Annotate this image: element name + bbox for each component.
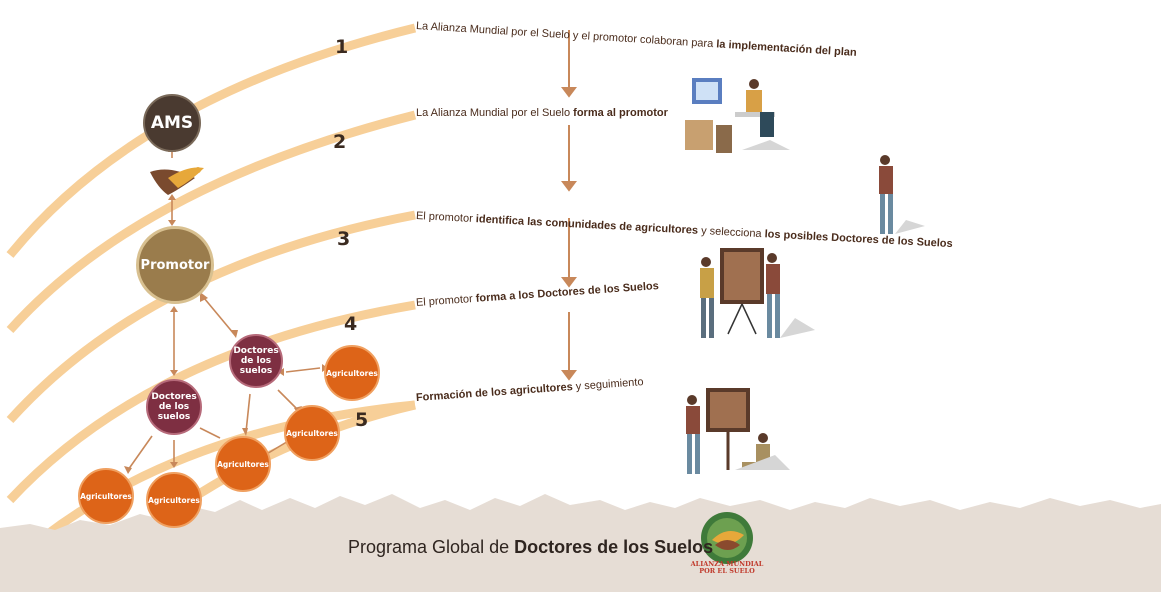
node-agricultores-5: Agricultores: [146, 472, 202, 528]
step-2-plain: La Alianza Mundial por el Suelo: [416, 107, 574, 119]
footer-plain: Programa Global de: [348, 537, 515, 557]
node-doctores-2: Doctores de los suelos: [146, 379, 202, 435]
bird-illustration: [150, 167, 204, 195]
arc-4: [6, 300, 416, 504]
step-2-bold: forma al promotor: [573, 107, 668, 119]
step-3-part-2: identifica: [475, 213, 525, 228]
ground-silhouette: [0, 494, 1161, 592]
process-arrows: [561, 30, 577, 381]
footer-title: Programa Global de Doctores de los Suelo…: [348, 537, 713, 558]
logo-line-2: POR EL SUELO: [699, 567, 755, 575]
footer-bold: Doctores de los Suelos: [514, 537, 714, 557]
node-agricultores-1: Agricultores: [324, 345, 380, 401]
step-number-4: 4: [344, 313, 358, 335]
node-agricultores-2: Agricultores: [284, 405, 340, 461]
step-number-5: 5: [355, 409, 369, 431]
arc-1: [6, 23, 417, 258]
logo-line-1: ALIANZA MUNDIAL: [690, 560, 764, 568]
node-doctores-1: Doctores de los suelos: [229, 334, 283, 388]
logo-caption: ALIANZA MUNDIAL POR EL SUELO: [690, 561, 764, 575]
node-agricultores-4: Agricultores: [78, 468, 134, 524]
node-ams: AMS: [143, 94, 201, 152]
alianza-logo: [701, 512, 753, 564]
illustration-field-training: [686, 388, 790, 474]
step-number-3: 3: [337, 228, 351, 250]
node-agricultores-3: Agricultores: [215, 436, 271, 492]
step-number-1: 1: [335, 36, 349, 58]
arc-2: [6, 110, 417, 334]
network-connectors: [127, 150, 321, 471]
illustration-office: [685, 78, 790, 153]
node-promotor: Promotor: [136, 226, 214, 304]
illustration-training-board: [700, 248, 815, 338]
illustration-promotor-figure: [879, 155, 925, 234]
step-text-2: La Alianza Mundial por el Suelo forma al…: [416, 107, 668, 119]
step-number-2: 2: [333, 131, 347, 153]
